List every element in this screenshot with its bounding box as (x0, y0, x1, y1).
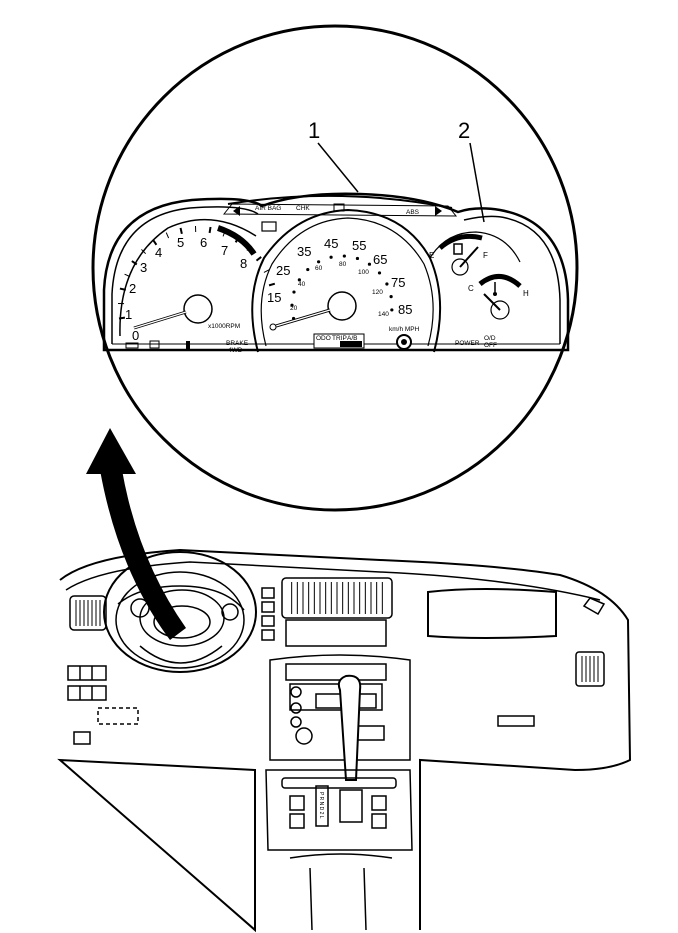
mph-tick-35: 35 (297, 244, 311, 259)
ab-label: A/B (347, 335, 357, 342)
fuel-pump-icon (453, 243, 463, 255)
tach-tick-mark (222, 230, 226, 237)
tach-tick-4: 4 (155, 245, 162, 260)
tach-tick-mark (208, 226, 212, 234)
trip-label: TRIP (332, 335, 347, 342)
fuel-needle (459, 246, 479, 268)
zoom-arrow (86, 428, 186, 640)
magnifier-circle (91, 24, 579, 512)
steering-wheel (103, 551, 257, 673)
speedo-dot (377, 271, 382, 275)
speedo-unit: km/h MPH (389, 326, 420, 333)
tach-tick-6: 6 (200, 235, 207, 250)
tach-tick-2: 2 (129, 281, 136, 296)
temp-cold-label: C (468, 284, 474, 293)
tach-tick-0: 0 (132, 328, 139, 343)
service-indicator: CHK (296, 205, 310, 212)
kmh-tick-40: 40 (298, 281, 306, 288)
tach-tick-mark (131, 260, 138, 266)
power-indicator: POWER (455, 340, 480, 347)
fuel-pump-icon (186, 341, 190, 349)
4wd-indicator: 4WD (228, 347, 243, 354)
tach-tick-mark (246, 245, 252, 251)
speedo-dot (291, 316, 296, 321)
mph-tick-25: 25 (276, 263, 290, 278)
speedo-dot (342, 254, 346, 258)
tach-needle-hub (183, 294, 213, 324)
speedo-dot (297, 278, 301, 282)
tach-unit: x1000RPM (208, 323, 240, 330)
speedo-dot (329, 255, 333, 259)
tach-tick-1: 1 (125, 307, 132, 322)
temp-hot-label: H (523, 289, 529, 298)
mph-tick-85: 85 (398, 302, 412, 317)
od-indicator: O/D (484, 335, 496, 342)
shift-indicator (315, 785, 329, 827)
callout-1: 1 (308, 118, 320, 143)
speedo-dot (292, 290, 296, 294)
kmh-tick-100: 100 (358, 269, 369, 276)
right-turn-arrow-icon (435, 206, 442, 216)
brake-indicator: BRAKE (226, 340, 249, 347)
tach-tick-7: 7 (221, 243, 228, 258)
mph-tick-45: 45 (324, 236, 338, 251)
tach-tick-3: 3 (140, 260, 147, 275)
speedo-dot (317, 260, 321, 264)
fuel-full-label: F (483, 251, 488, 260)
kmh-tick-60: 60 (315, 265, 323, 272)
kmh-tick-140: 140 (378, 311, 389, 318)
od-off-indicator: OFF (484, 342, 497, 349)
mph-tick-55: 55 (352, 238, 366, 253)
speedo-dot (389, 295, 393, 299)
speedo-dot (367, 262, 372, 266)
tach-tick-mark (179, 227, 183, 235)
tach-tick-mark (152, 239, 158, 246)
temp-needle (483, 293, 501, 311)
mph-tick-15: 15 (267, 290, 281, 305)
tach-tick-8: 8 (240, 256, 247, 271)
kmh-tick-20: 20 (290, 305, 298, 312)
kmh-tick-120: 120 (372, 289, 383, 296)
speedo-dot (306, 267, 310, 272)
fuel-temp-gauges: E F C H POWER O/D OFF (429, 231, 529, 349)
speedo-dot (355, 256, 360, 261)
dashboard (57, 548, 632, 933)
tach-tick-5: 5 (177, 235, 184, 250)
tach-tick-mark (165, 232, 170, 239)
tach-tick-mark (118, 316, 126, 320)
tachometer: 0 1 2 3 4 5 6 7 8 x1000RPM BRAKE 4WD (118, 218, 276, 354)
abs-indicator: ABS (406, 209, 420, 216)
oil-icon (149, 340, 160, 349)
shift-pattern-label: P R N D 2 L (318, 792, 324, 819)
callout-1-leader (317, 142, 359, 193)
callout-2: 2 (458, 118, 470, 143)
indicator-strip: AIR BAG CHK ABS (233, 203, 442, 232)
odo-label: ODO (316, 335, 331, 342)
mph-tick-65: 65 (373, 252, 387, 267)
headlamp-icon (261, 221, 277, 232)
speedo-dot (390, 308, 394, 312)
left-turn-arrow-icon (233, 206, 240, 216)
fuel-arc (438, 233, 483, 250)
speedo-needle-hub (327, 291, 357, 321)
tach-tick-mark (234, 236, 240, 243)
mph-tick-75: 75 (391, 275, 405, 290)
battery-icon (125, 342, 139, 349)
speedo-dot (385, 282, 389, 286)
speedo-dot (290, 303, 294, 307)
temp-arc (478, 274, 522, 288)
kmh-tick-80: 80 (339, 261, 347, 268)
tach-tick-mark (141, 249, 147, 255)
tach-tick-mark (255, 256, 262, 262)
tach-tick-mark (124, 273, 131, 278)
fuel-empty-label: E (429, 251, 434, 260)
tach-tick-mark (268, 282, 276, 287)
tach-tick-mark (119, 287, 127, 291)
airbag-indicator: AIR BAG (255, 205, 281, 212)
speedometer: 15 25 35 45 55 65 75 85 20 40 60 80 100 … (251, 208, 442, 353)
tach-tick-mark (263, 269, 270, 273)
